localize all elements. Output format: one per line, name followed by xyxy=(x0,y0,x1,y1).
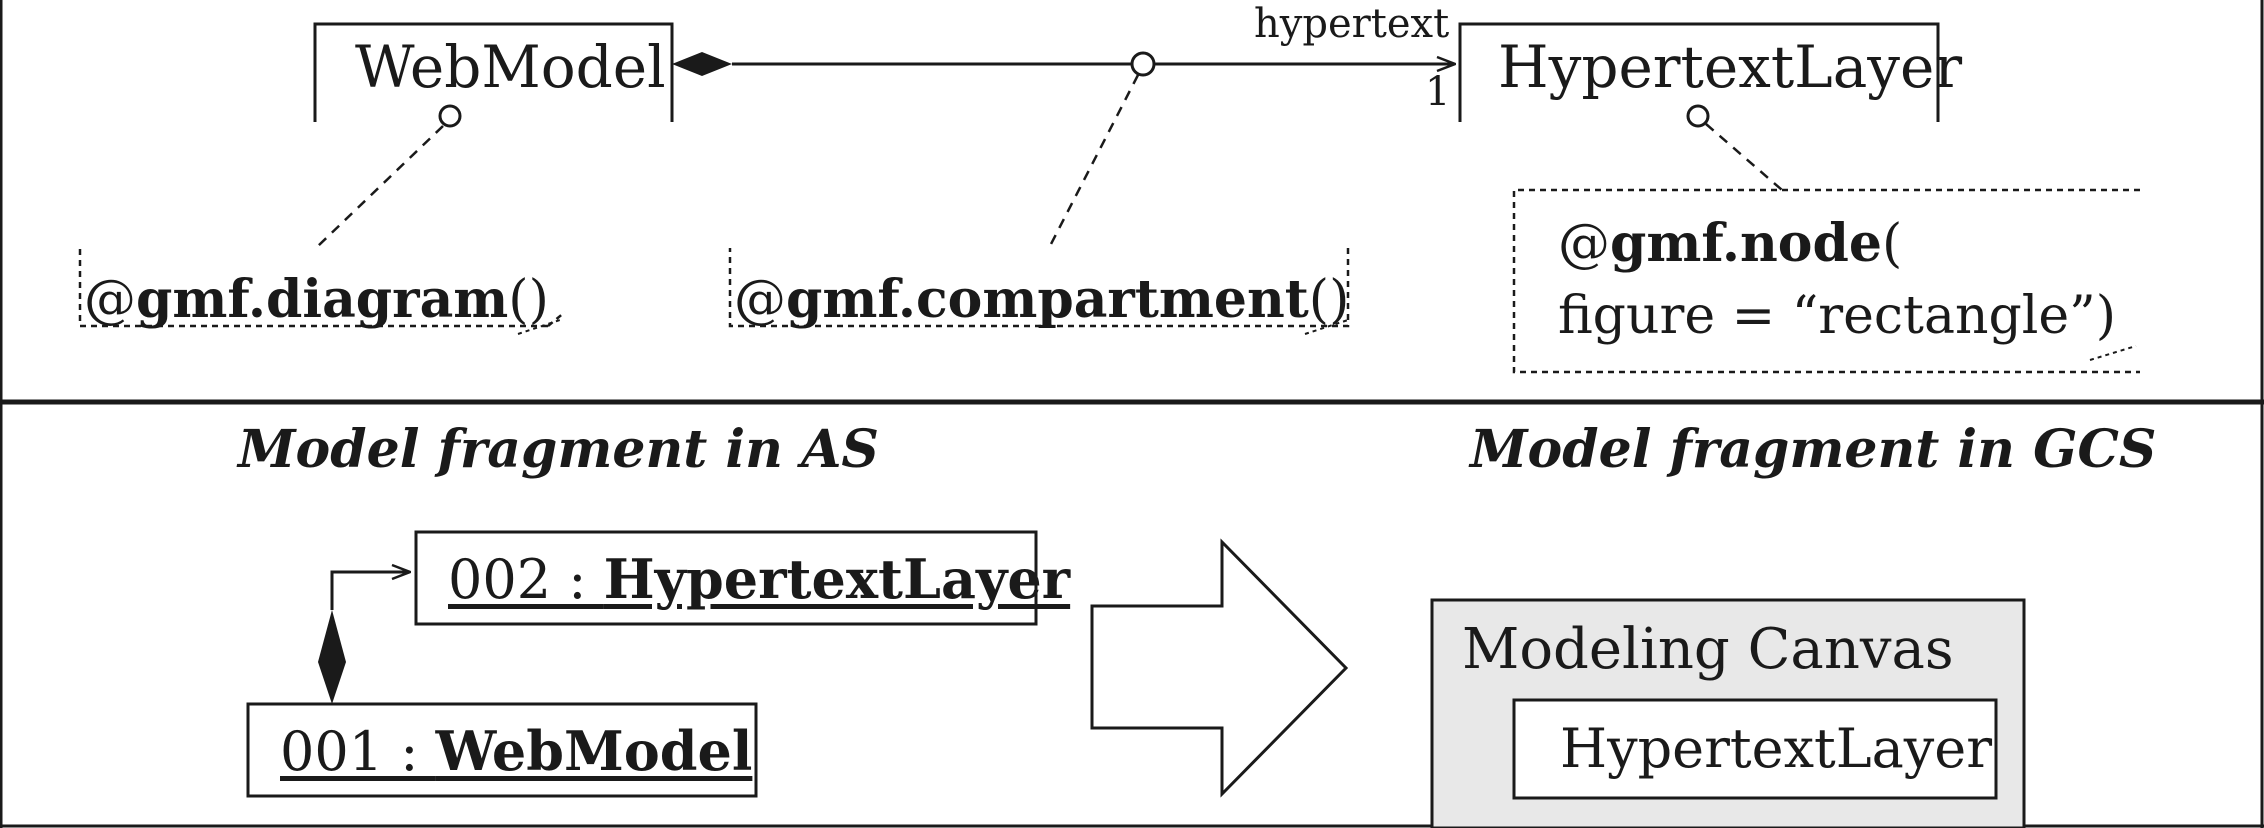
instance-hypertextlayer-label: 002 : HypertextLayer xyxy=(448,552,1070,607)
hypertextlayer-class-box xyxy=(1458,22,1940,122)
node-annotation-open-paren: ( xyxy=(1881,214,1903,274)
webmodel-class-box xyxy=(313,22,674,122)
diagram-anchor-dot xyxy=(438,104,462,128)
node-annotation: @gmf.node( xyxy=(1558,218,1902,271)
compartment-annotation-at: @ xyxy=(734,270,786,330)
association-role-label: hypertext xyxy=(1254,1,1450,47)
instance-link-line xyxy=(330,572,410,610)
instance-webmodel-type: WebModel xyxy=(435,719,753,783)
canvas-node-box xyxy=(1512,698,1998,800)
node-annotation-figure: figure = “rectangle”) xyxy=(1558,286,2117,346)
instance-hypertextlayer-box xyxy=(414,530,1038,626)
node-note-frame xyxy=(1512,188,2140,374)
diagram-note-connector xyxy=(317,125,444,247)
modeling-canvas-title: Modeling Canvas xyxy=(1462,617,1954,682)
composition-diamond xyxy=(672,52,732,76)
node-annotation-keyword: gmf.node xyxy=(1610,213,1882,274)
compartment-annotation: @gmf.compartment() xyxy=(734,274,1349,327)
compartment-annotation-parens: () xyxy=(1308,270,1350,330)
hypertextlayer-class-name: HypertextLayer xyxy=(1498,33,1963,101)
instance-webmodel-box xyxy=(246,702,758,798)
compartment-anchor-dot xyxy=(1130,51,1156,77)
node-note-connector xyxy=(1705,123,1783,191)
node-note-corner xyxy=(2089,345,2137,361)
instance-hypertextlayer-id: 002 : xyxy=(448,548,604,611)
compartment-note-frame xyxy=(728,248,1350,328)
caption-as: Model fragment in AS xyxy=(238,419,879,480)
diagram-annotation-keyword: gmf.diagram xyxy=(136,269,509,330)
diagram-annotation-at: @ xyxy=(84,270,136,330)
node-anchor-dot xyxy=(1686,104,1710,128)
association-multiplicity: 1 xyxy=(1425,69,1451,115)
diagram-annotation-parens: () xyxy=(508,270,549,330)
node-annotation-at: @ xyxy=(1558,214,1610,274)
diagram-annotation: @gmf.diagram() xyxy=(84,274,549,327)
canvas-node-label: HypertextLayer xyxy=(1560,717,1993,780)
transformation-arrow xyxy=(1090,538,1349,798)
caption-gcs: Model fragment in GCS xyxy=(1470,419,2157,480)
compartment-annotation-keyword: gmf.compartment xyxy=(786,269,1309,330)
compartment-note-connector xyxy=(1048,74,1140,247)
instance-webmodel-id: 001 : xyxy=(280,720,436,783)
instance-link-diamond xyxy=(318,610,346,704)
instance-webmodel-label: 001 : WebModel xyxy=(280,724,752,779)
webmodel-class-name: WebModel xyxy=(355,33,666,101)
instance-hypertextlayer-type: HypertextLayer xyxy=(603,547,1071,611)
